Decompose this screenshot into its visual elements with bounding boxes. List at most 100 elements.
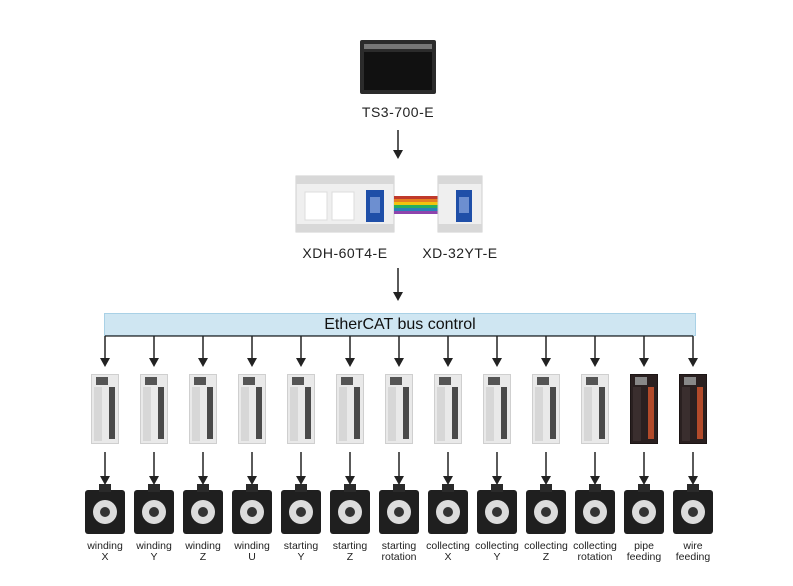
arrowhead (492, 476, 502, 485)
arrowhead (639, 476, 649, 485)
axis-label-line2: X (101, 551, 109, 563)
axis-label-line2: Z (346, 551, 354, 563)
axis-label-line2: X (444, 551, 452, 563)
axis-label-line1: winding (87, 540, 123, 552)
axis-label-line1: collecting (524, 540, 568, 552)
servo-motor-icon (281, 484, 321, 534)
servo-motor-icon (85, 484, 125, 534)
hmi-screen (364, 52, 432, 90)
axis-label-line2: Y (150, 551, 158, 563)
arrowhead (296, 358, 306, 367)
servo-motor-icon (379, 484, 419, 534)
arrowhead (443, 358, 453, 367)
stepper-drive-icon (679, 374, 707, 444)
axis-label-line1: wire (683, 540, 703, 552)
axis-label-line2: rotation (381, 551, 417, 563)
servo-drive-icon (483, 374, 511, 444)
stepper-drive-icon (630, 374, 658, 444)
expansion-module-icon (437, 175, 483, 233)
plc-icon (295, 175, 395, 233)
axis-label-line1: collecting (426, 540, 470, 552)
arrowhead (394, 358, 404, 367)
hmi-panel-icon (360, 40, 436, 94)
arrowhead (296, 476, 306, 485)
axis-label-line1: starting (332, 540, 368, 552)
servo-motor-icon (183, 484, 223, 534)
servo-drive-icon (336, 374, 364, 444)
axis-label-line1: starting (381, 540, 417, 552)
servo-motor-icon (428, 484, 468, 534)
arrowhead (443, 476, 453, 485)
arrowhead (492, 358, 502, 367)
arrowhead-plc-to-bus (393, 292, 403, 301)
servo-motor-icon (624, 484, 664, 534)
axis-label-line2: Z (542, 551, 550, 563)
ribbon-cable (394, 196, 438, 214)
hmi-label: TS3-700-E (361, 104, 435, 120)
arrowhead (639, 358, 649, 367)
servo-drive-icon (238, 374, 266, 444)
servo-motor-icon (477, 484, 517, 534)
arrowhead-hmi-to-plc (393, 150, 403, 159)
axis-label-line1: collecting (475, 540, 519, 552)
servo-motor-icon (134, 484, 174, 534)
arrowhead (394, 476, 404, 485)
axis-label-line1: winding (185, 540, 221, 552)
servo-motor-icon (526, 484, 566, 534)
axis-label-line2: feeding (626, 551, 662, 563)
servo-drive-icon (287, 374, 315, 444)
axis-label-line2: U (248, 551, 256, 563)
arrowhead (247, 358, 257, 367)
servo-motor-icon (575, 484, 615, 534)
servo-drive-icon (581, 374, 609, 444)
servo-drive-icon (434, 374, 462, 444)
arrowhead (590, 358, 600, 367)
axis-label-line2: Y (297, 551, 305, 563)
hmi-bezel (364, 44, 432, 49)
servo-motor-icon (673, 484, 713, 534)
servo-drive-icon (189, 374, 217, 444)
arrowhead (149, 476, 159, 485)
arrowhead (345, 358, 355, 367)
servo-drive-icon (140, 374, 168, 444)
servo-motor-icon (232, 484, 272, 534)
axis-label-line2: Z (199, 551, 207, 563)
arrowhead (590, 476, 600, 485)
arrowhead (100, 476, 110, 485)
servo-motor-icon (330, 484, 370, 534)
ethercat-bus-label: EtherCAT bus control (324, 316, 476, 333)
arrowhead (149, 358, 159, 367)
arrowhead (198, 476, 208, 485)
arrowhead (541, 476, 551, 485)
axis-label-line1: starting (283, 540, 319, 552)
axis-label-line2: feeding (675, 551, 711, 563)
expansion-label: XD-32YT-E (422, 245, 498, 261)
arrowhead (541, 358, 551, 367)
axis-label-line1: pipe (634, 540, 654, 552)
arrowhead (688, 358, 698, 367)
axis-label-line1: collecting (573, 540, 617, 552)
arrowhead (688, 476, 698, 485)
axis-label-line2: Y (493, 551, 501, 563)
axis-label-line1: winding (136, 540, 172, 552)
servo-drive-icon (91, 374, 119, 444)
servo-drive-icon (385, 374, 413, 444)
servo-drive-icon (532, 374, 560, 444)
arrowhead (198, 358, 208, 367)
arrowhead (345, 476, 355, 485)
arrowhead (100, 358, 110, 367)
